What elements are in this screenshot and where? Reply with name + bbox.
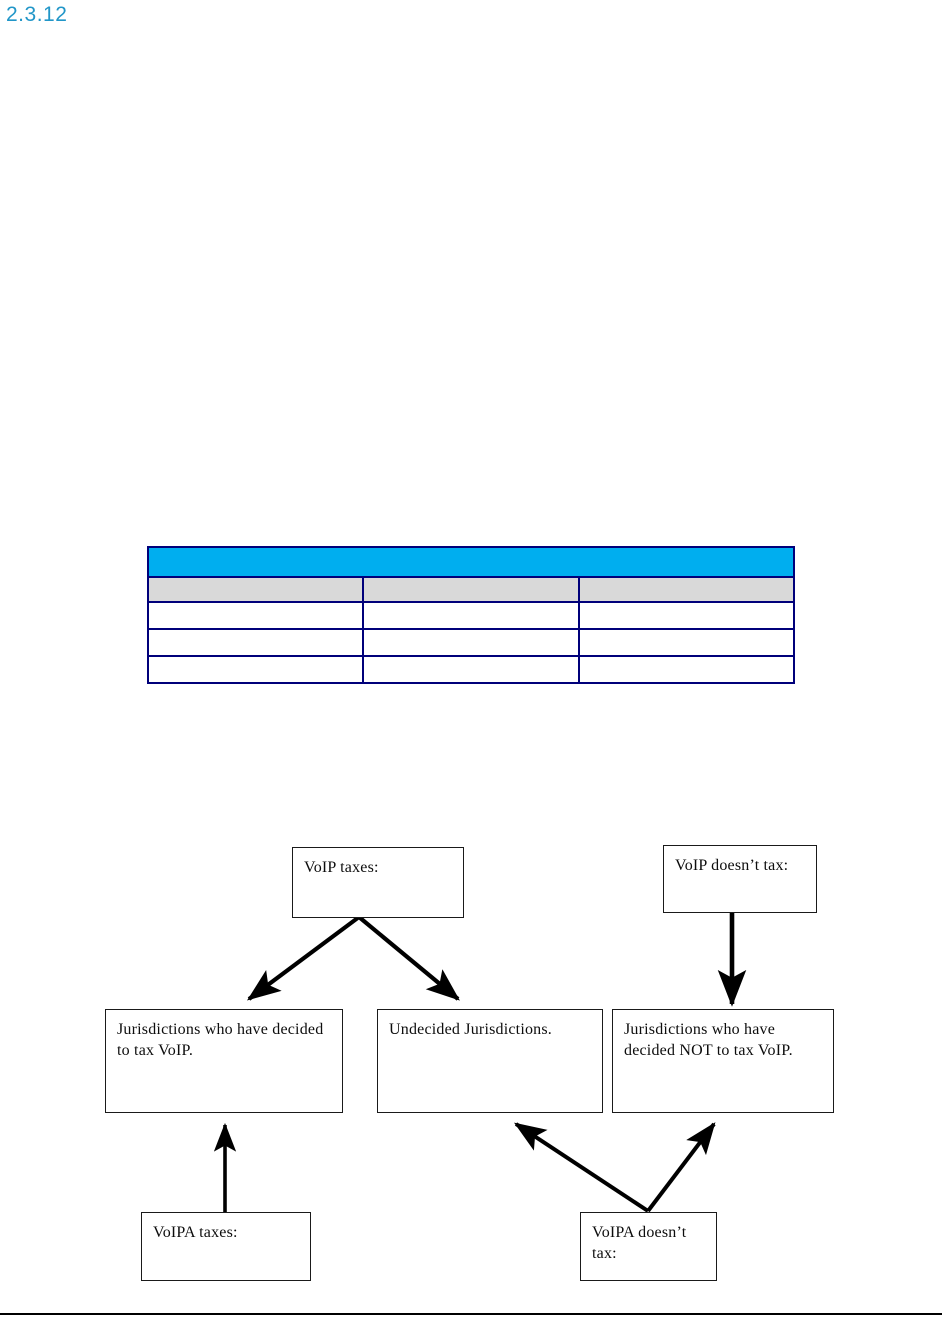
flowchart-node-decided-to-tax: Jurisdictions who have decided to tax Vo… xyxy=(105,1009,343,1113)
table-cell xyxy=(146,655,365,684)
table-cell xyxy=(146,628,365,657)
table-cell xyxy=(577,628,796,657)
arrow-voip-taxes-to-undecided xyxy=(357,915,460,1001)
table-cell xyxy=(146,601,365,630)
table-cell xyxy=(577,655,796,684)
table-cell xyxy=(577,601,796,630)
table-row xyxy=(146,601,796,630)
table-cell xyxy=(362,655,580,684)
table-cell xyxy=(362,601,580,630)
arrow-voipa-doesnt-tax-to-decided-not-tax xyxy=(646,1122,716,1213)
table-row xyxy=(146,628,796,657)
table-header-row xyxy=(146,576,796,603)
table-header-cell xyxy=(146,576,365,603)
table-cell xyxy=(362,628,580,657)
flowchart-node-voip-doesnt-tax: VoIP doesn’t tax: xyxy=(663,845,817,913)
table-title-cell xyxy=(147,546,795,578)
page-title: 2.3.12 xyxy=(6,3,68,26)
table-header-cell xyxy=(362,576,580,603)
table-row xyxy=(146,655,796,684)
footer-divider xyxy=(0,1313,942,1315)
flowchart-node-undecided: Undecided Jurisdictions. xyxy=(377,1009,603,1113)
arrow-voipa-doesnt-tax-to-undecided xyxy=(513,1122,650,1213)
arrow-voip-taxes-to-decided-tax xyxy=(246,915,361,1001)
flowchart-node-voip-taxes: VoIP taxes: xyxy=(292,847,464,918)
table-title-row xyxy=(147,546,795,578)
flowchart-node-voipa-taxes: VoIPA taxes: xyxy=(141,1212,311,1281)
table-header-cell xyxy=(577,576,796,603)
flowchart-node-decided-not-to-tax: Jurisdictions who have decided NOT to ta… xyxy=(612,1009,834,1113)
data-table xyxy=(146,546,796,684)
flowchart-node-voipa-doesnt-tax: VoIPA doesn’t tax: xyxy=(580,1212,717,1281)
